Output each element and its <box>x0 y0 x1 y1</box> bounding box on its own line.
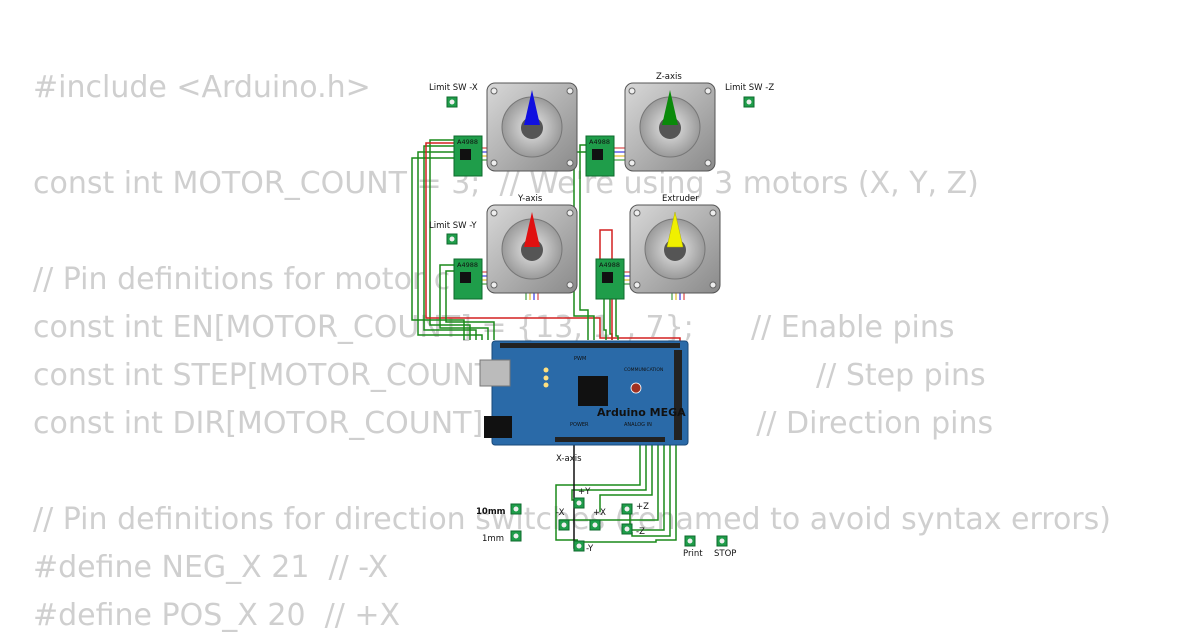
code-line: // Pin definitions for motor c <box>33 262 451 297</box>
btn-1mm-label: 1mm <box>482 534 504 544</box>
driver-label: A4988 <box>589 138 610 146</box>
btn-plus-z-label: +Z <box>636 502 649 512</box>
driver-label: A4988 <box>457 138 478 146</box>
stepper-motor-x <box>486 82 578 172</box>
btn-minus-x-label: -X <box>556 508 565 518</box>
limit-switch-z[interactable] <box>743 96 755 108</box>
limit-sw-z-label: Limit SW -Z <box>725 83 774 93</box>
driver-label: A4988 <box>599 261 620 269</box>
button-plus-z[interactable] <box>621 503 633 515</box>
button-print[interactable] <box>684 535 696 547</box>
stepper-motor-y <box>486 204 578 294</box>
power-jack <box>484 416 512 438</box>
driver-a4988-extruder: A4988 <box>595 258 625 300</box>
power-label: POWER <box>570 422 589 428</box>
code-line: // Pin definitions for direction switche… <box>33 502 1111 537</box>
code-line: const int EN[MOTOR_COUNT] = {13, 1_, 7};… <box>33 310 955 345</box>
btn-print-label: Print <box>683 549 703 559</box>
arduino-mega-board: Arduino MEGA PWM POWER ANALOG IN COMMUNI… <box>479 340 689 446</box>
btn-stop-label: STOP <box>714 549 736 559</box>
stepper-motor-z <box>624 82 716 172</box>
reset-button <box>630 382 642 394</box>
button-minus-x[interactable] <box>558 519 570 531</box>
button-plus-x[interactable] <box>589 519 601 531</box>
driver-label: A4988 <box>457 261 478 269</box>
button-10mm[interactable] <box>510 503 522 515</box>
z-axis-label: Z-axis <box>656 72 682 82</box>
button-minus-z[interactable] <box>621 523 633 535</box>
driver-a4988-y: A4988 <box>453 258 483 300</box>
btn-10mm-label: 10mm <box>476 507 506 517</box>
btn-plus-x-label: +X <box>593 508 606 518</box>
driver-a4988-x: A4988 <box>453 135 483 177</box>
code-line: #include <Arduino.h> <box>33 70 371 105</box>
pwm-label: PWM <box>574 356 586 362</box>
header-pins-right <box>674 350 682 440</box>
x-axis-label: X-axis <box>556 454 582 464</box>
header-pins-bottom <box>555 437 665 442</box>
code-line: const int MOTOR_COUNT = 3; // We're usin… <box>33 166 979 201</box>
y-axis-label: Y-axis <box>517 194 543 204</box>
comm-label: COMMUNICATION <box>624 367 663 373</box>
code-line: const int STEP[MOTOR_COUNT] = { // Step … <box>33 358 986 393</box>
board-label: Arduino MEGA <box>597 406 686 419</box>
limit-switch-x[interactable] <box>446 96 458 108</box>
button-plus-y[interactable] <box>573 497 585 509</box>
driver-a4988-z: A4988 <box>585 135 615 177</box>
limit-sw-y-label: Limit SW -Y <box>429 221 477 231</box>
btn-minus-z-label: -Z <box>636 527 645 537</box>
btn-plus-y-label: +Y <box>578 487 591 497</box>
analog-label: ANALOG IN <box>624 422 652 428</box>
limit-sw-x-label: Limit SW -X <box>429 83 478 93</box>
code-line: #define NEG_X 21 // -X <box>33 550 389 585</box>
extruder-label: Extruder <box>662 194 699 204</box>
code-line: #define POS_X 20 // +X <box>33 598 401 633</box>
header-pins-top <box>500 343 680 348</box>
stepper-motor-extruder <box>629 204 721 294</box>
limit-switch-y[interactable] <box>446 233 458 245</box>
button-stop[interactable] <box>716 535 728 547</box>
usb-port <box>479 359 511 387</box>
button-minus-y[interactable] <box>573 540 585 552</box>
btn-minus-y-label: -Y <box>586 544 594 554</box>
button-1mm[interactable] <box>510 530 522 542</box>
mcu-chip <box>578 376 608 406</box>
